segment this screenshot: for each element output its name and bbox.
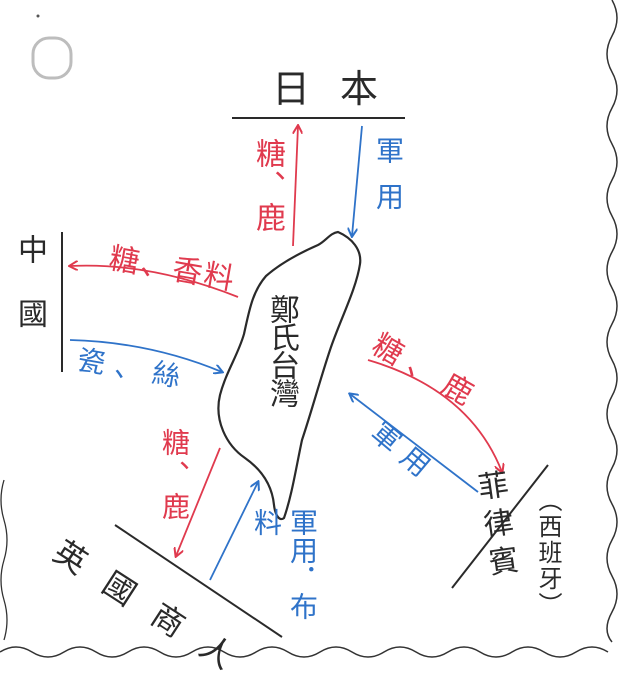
diagram-canvas: [0, 0, 618, 658]
flow-to-japan-label: 糖、鹿: [250, 138, 285, 234]
flow-from-japan-label: 軍用: [372, 136, 405, 228]
trade-diagram: 日本 中國 菲律賓 （西班牙） 英國商人 鄭氏台灣 糖、鹿 軍用 糖、香料 瓷、…: [0, 0, 618, 691]
island-label: 鄭氏台灣: [264, 294, 299, 406]
philippines-line: [451, 464, 549, 589]
arrow-to-china: [70, 266, 239, 298]
arrow-to-japan: [292, 126, 298, 247]
binder-hole: [31, 36, 73, 80]
arrow-from-china: [69, 339, 222, 372]
paper-border-left: [0, 479, 8, 641]
flow-from-british-label: 軍用．布料: [250, 508, 319, 620]
region-japan: 日本: [272, 67, 409, 111]
paper-border-right: [606, 0, 618, 643]
arrow-to-philippines: [367, 359, 502, 472]
paper-border-bottom: [0, 646, 609, 658]
taiwan-island: [217, 230, 362, 521]
flow-to-british-label: 糖、鹿: [158, 428, 191, 524]
arrow-to-british: [176, 447, 221, 556]
arrow-from-british: [209, 482, 258, 581]
arrow-from-philippines: [350, 394, 479, 493]
arrow-from-japan: [352, 125, 363, 236]
british-line: [114, 524, 283, 638]
region-spain-note: （西班牙）: [534, 488, 562, 618]
region-china: 中國: [12, 234, 47, 362]
